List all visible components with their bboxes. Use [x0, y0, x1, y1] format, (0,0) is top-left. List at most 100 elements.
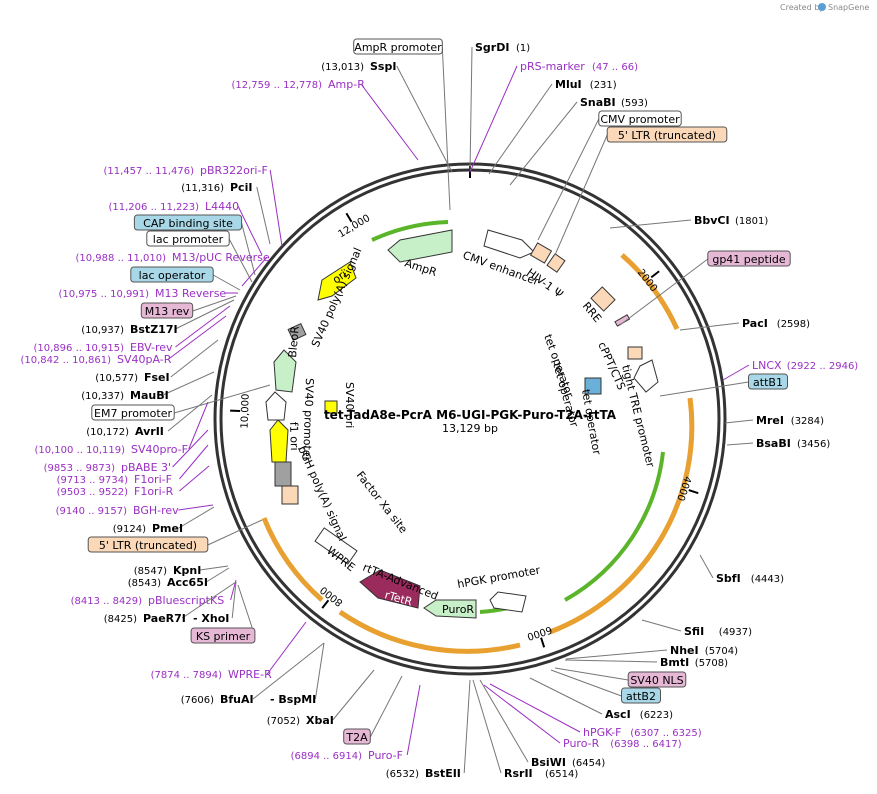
tick-label: 2000: [635, 267, 659, 294]
ampr-promoter-label-box: [353, 38, 443, 55]
maubi-label: MauBI: [130, 389, 169, 402]
mlui-label: MluI: [555, 78, 582, 91]
snapgene-brand: SnapGene: [828, 3, 869, 12]
bspmi-label: - BspMI: [270, 693, 316, 706]
hiv1-psi-box: [529, 242, 553, 264]
lac-promoter-label: lac promoter: [153, 233, 224, 246]
f1orif-label: F1ori-F: [134, 473, 172, 486]
mrei-label-callout: [724, 419, 754, 424]
bspmi-label-callout: [314, 642, 325, 700]
cmv-promoter-label: CMV promoter: [600, 113, 680, 126]
ampr-promoter-label-callout: [441, 46, 451, 211]
bleor-text: BleoR: [286, 325, 302, 358]
hiv1-psi-box-2: [546, 253, 566, 273]
xbai-label-callout: [332, 669, 375, 721]
rtta-arc-bottom: [338, 609, 521, 654]
pbabe3-label-coord: (9853 .. 9873): [44, 463, 116, 474]
sfii-label-callout: [641, 619, 682, 632]
pcii-label-coord: (11,316): [181, 183, 224, 194]
bmti-label: BmtI: [660, 656, 689, 669]
sv40-polya-text: SV40 poly(A) signal: [309, 246, 365, 349]
maubi-label-coord: (10,337): [81, 391, 124, 402]
callouts: [162, 46, 754, 774]
pbluescriptks-label: pBluescriptKS: [148, 594, 224, 607]
sbfi-label-coord: (4443): [751, 574, 784, 585]
tight-tre-arrow: [633, 359, 659, 393]
feature-shapes: [265, 229, 659, 619]
lac-operator-label-box: [130, 266, 214, 283]
mlui-label-coord: (231): [590, 80, 617, 91]
sspi-label-coord: (13,013): [321, 62, 364, 73]
rsrii-label-coord: (6514): [545, 769, 578, 780]
xbai-label-coord: (7052): [267, 716, 300, 727]
rsrii-label: RsrII: [504, 767, 533, 780]
ebvrev-label-callout: [175, 305, 231, 348]
kpni-label: KpnI: [173, 564, 201, 577]
rtetr-arrow: [359, 569, 421, 609]
pbluescriptks-label-coord: (8413 .. 8429): [71, 596, 143, 607]
tick-label: 6000: [526, 623, 554, 641]
bstz17i-label: BstZ17I: [130, 323, 178, 336]
purof-label: Puro-F: [368, 749, 403, 762]
em7-promoter-label-callout: [174, 384, 271, 414]
paer7i-label-coord: (8425): [104, 614, 137, 625]
pbr322ori-label-callout: [269, 169, 283, 247]
mrei-label-coord: (3284): [791, 416, 824, 427]
sgrdi-label-coord: (1): [516, 43, 530, 54]
asci-label-coord: (6223): [640, 710, 673, 721]
kpni-label-coord: (8547): [134, 566, 167, 577]
ks-primer-label: KS primer: [196, 630, 251, 643]
attb2-label-callout: [550, 669, 622, 697]
m13reverse-label-coord: (10,975 .. 10,991): [59, 289, 150, 300]
plasmid-name: tet-TadA8e-PcrA M6-UGI-PGK-Puro-T2A-rtTA: [324, 408, 617, 422]
asci-label-callout: [529, 677, 603, 715]
avrii-label-coord: (10,172): [86, 427, 129, 438]
lncx-label: LNCX: [752, 359, 782, 372]
bfuai-label-coord: (7606): [181, 695, 214, 706]
l4440-label-callout: [237, 205, 263, 256]
pbr322ori-label: pBR322ori-F: [200, 164, 268, 177]
lac-promoter-label-callout: [228, 238, 253, 283]
f1orif-label-coord: (9713 .. 9734): [57, 475, 129, 486]
pbabe3-label-callout: [172, 429, 209, 468]
snabi-label-coord: (593): [621, 98, 648, 109]
f1-ori-text: f1 ori: [287, 422, 301, 451]
avrii-label-callout: [167, 394, 213, 432]
ltr-bottom-box: [281, 485, 299, 505]
nhei-label-callout: [565, 649, 668, 660]
bghrev-label: BGH-rev: [133, 504, 179, 517]
puror-label: Puro-R: [563, 737, 600, 750]
prs-marker-label-coord: (47 .. 66): [592, 62, 638, 73]
rtta-arc-right: [549, 397, 695, 635]
ks-primer-label-box: [190, 627, 256, 644]
snabi-label: SnaBI: [580, 96, 616, 109]
sv40nls-label: SV40 NLS: [630, 674, 683, 687]
bfuai-label-callout: [252, 642, 325, 700]
hpgk-promoter-text: hPGK promoter: [456, 564, 541, 591]
sv40pro-label-callout: [188, 401, 209, 450]
lac-operator-label-callout: [212, 274, 241, 291]
feature-arcs: [261, 220, 695, 654]
rre-box: [590, 286, 616, 312]
ltr-trunc-bottom-label: 5' LTR (truncated): [99, 539, 197, 552]
attb2-label-box: [621, 687, 661, 704]
cap-binding-label-callout: [241, 222, 256, 276]
wprer-label-coord: (7874 .. 7894): [151, 670, 223, 681]
bfuai-label: BfuAI: [220, 693, 254, 706]
bmti-label-coord: (5708): [695, 658, 728, 669]
tick-label: 12,000: [337, 213, 373, 240]
paci-label: PacI: [742, 317, 768, 330]
ampr-arc: [371, 220, 449, 242]
tick-mark: [540, 637, 546, 648]
sv40pa-label-coord: (10,842 .. 10,861): [21, 355, 112, 366]
tet-operator-text-3: tet operator: [579, 388, 603, 456]
sv40-promoter-arrow: [265, 391, 287, 421]
lncx-label-coord: (2922 .. 2946): [787, 361, 859, 372]
ebvrev-label-coord: (10,896 .. 10,915): [34, 343, 125, 354]
ltr-trunc-top-label-box: [606, 126, 728, 143]
m13puc-label-callout: [241, 256, 268, 287]
puror-label-callout: [483, 684, 561, 744]
plasmid-length: 13,129 bp: [442, 422, 498, 435]
sv40nls-label-callout: [554, 667, 629, 681]
t2a-label: T2A: [345, 731, 368, 744]
